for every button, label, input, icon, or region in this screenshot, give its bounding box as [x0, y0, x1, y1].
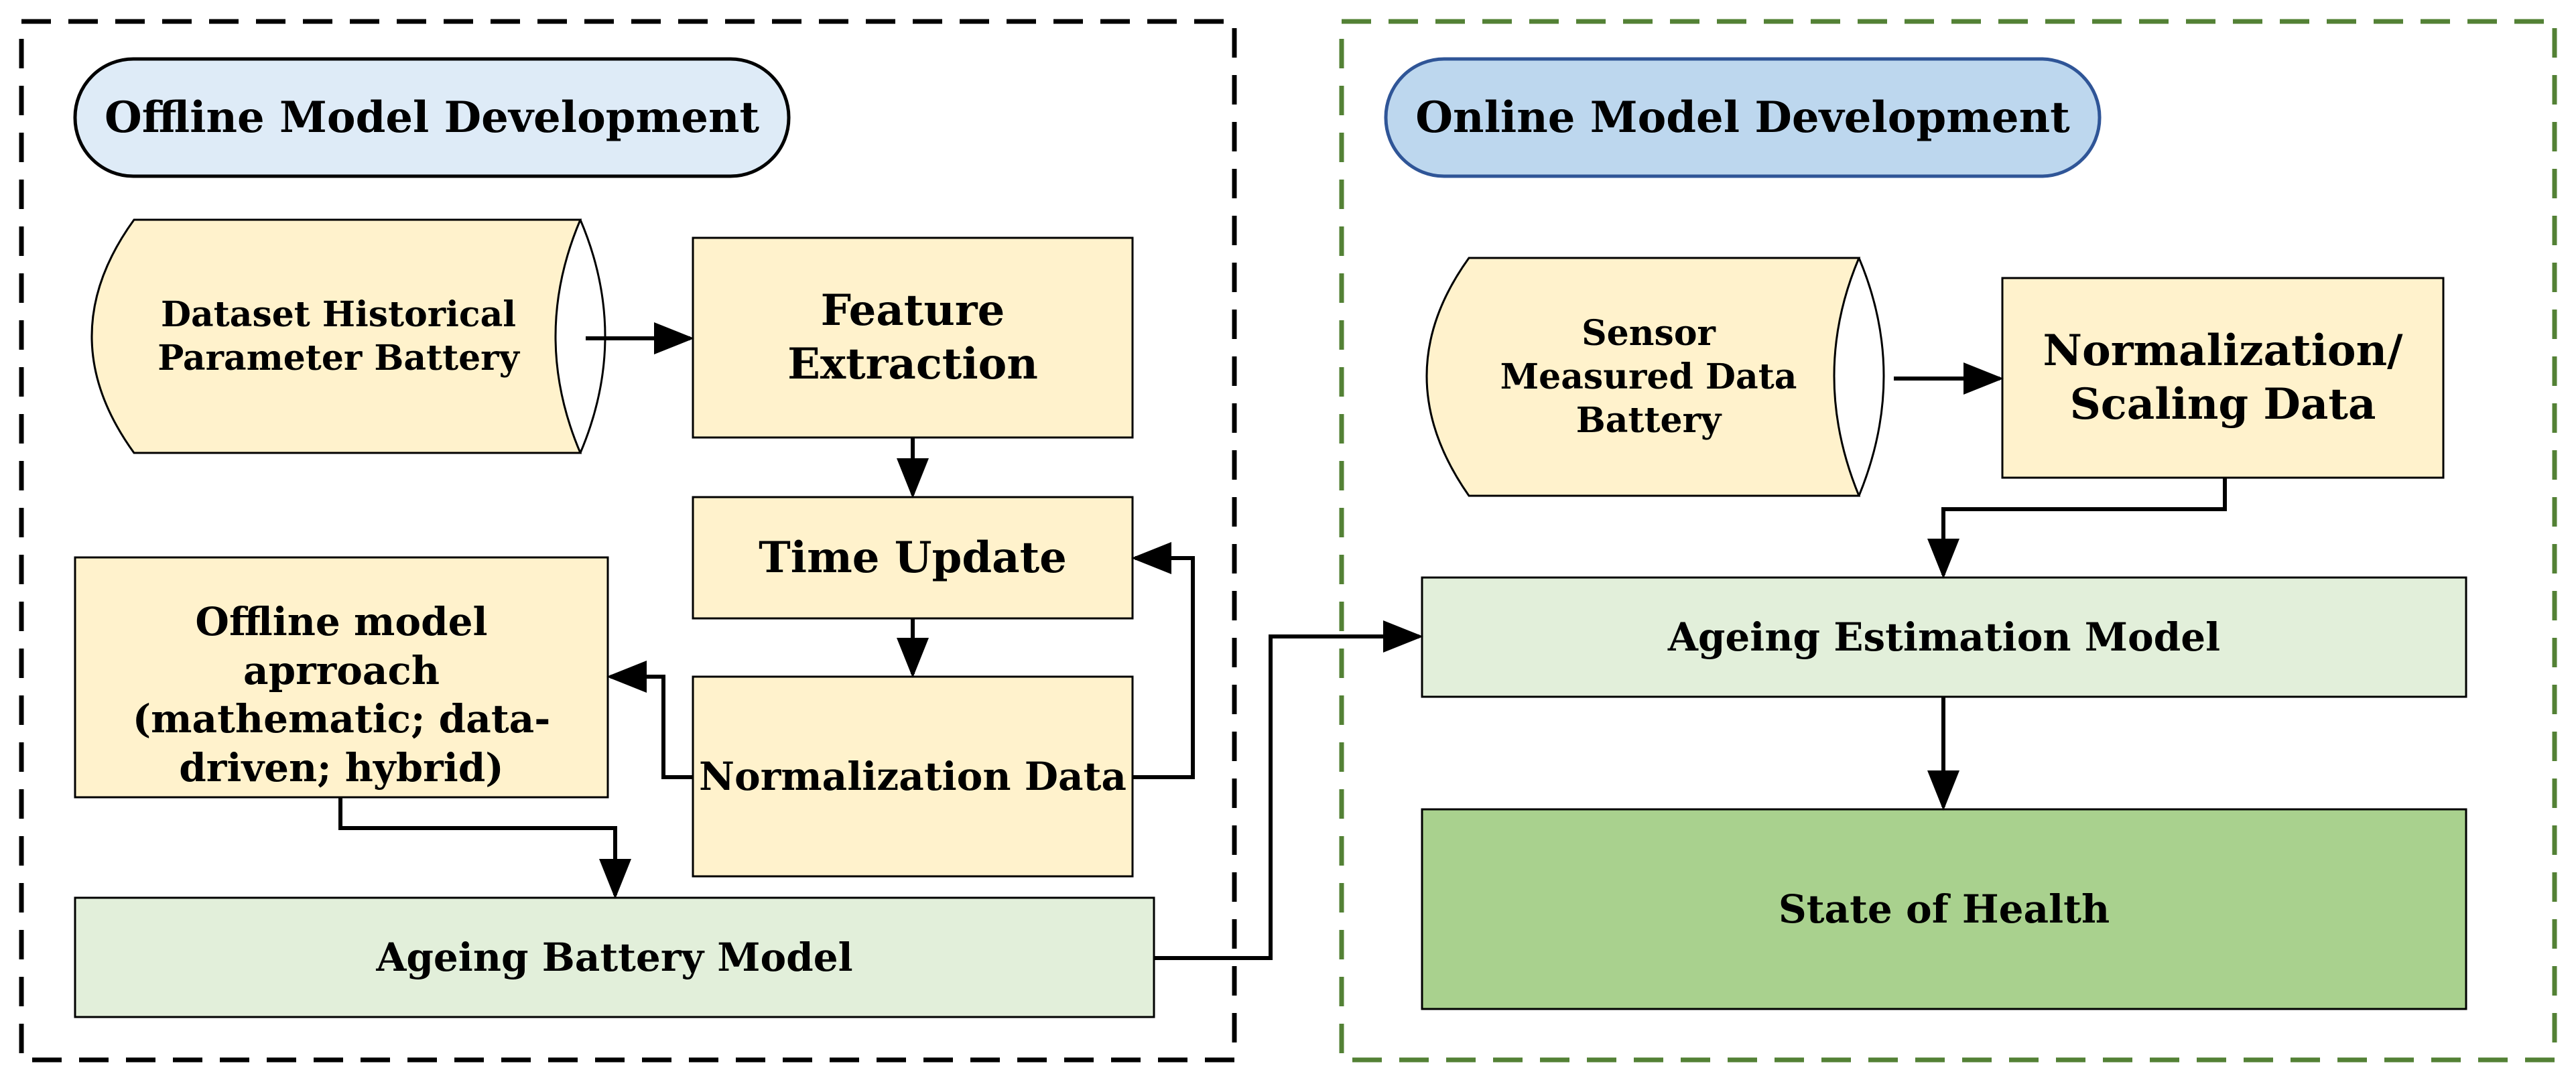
state-of-health-box — [1421, 808, 2467, 1010]
feature-extraction-label: Feature Extraction — [787, 285, 1038, 389]
arrow-ageing-battery-to-estimation — [1154, 620, 1423, 960]
sensor-label: Sensor Measured Data Battery — [1500, 313, 1797, 441]
sensor-storage-shape-end — [1858, 257, 1885, 496]
ageing-battery-model-label: Ageing Battery Model — [376, 934, 853, 980]
arrow-normalization-scaling-to-estimation — [1927, 478, 2227, 579]
normalization-scaling-label: Normalization/ Scaling Data — [2043, 326, 2403, 429]
ageing-estimation-box — [1421, 576, 2467, 698]
offline-title: Offline Model Development — [104, 92, 760, 143]
ageing-estimation-label: Ageing Estimation Model — [1667, 614, 2221, 660]
arrow-normalization-to-time-update — [1131, 542, 1195, 779]
sensor-storage-shape — [1425, 257, 1861, 497]
arrow-approach-to-ageing-battery — [338, 797, 631, 899]
dataset-storage-shape — [90, 218, 582, 454]
offline-title-pill — [73, 57, 791, 178]
arrow-normalization-to-approach — [606, 661, 693, 779]
offline-approach-label: Offline model aprroach (mathematic; data… — [132, 599, 551, 791]
normalization-scaling-box — [2001, 277, 2445, 479]
state-of-health-label: State of Health — [1778, 886, 2110, 932]
dataset-label: Dataset Historical Parameter Battery — [157, 294, 519, 379]
online-title: Online Model Development — [1415, 92, 2070, 143]
normalization-data-label: Normalization Data — [699, 753, 1126, 799]
offline-approach-box — [74, 556, 609, 799]
time-update-label: Time Update — [759, 532, 1067, 583]
online-title-pill — [1384, 57, 2102, 178]
